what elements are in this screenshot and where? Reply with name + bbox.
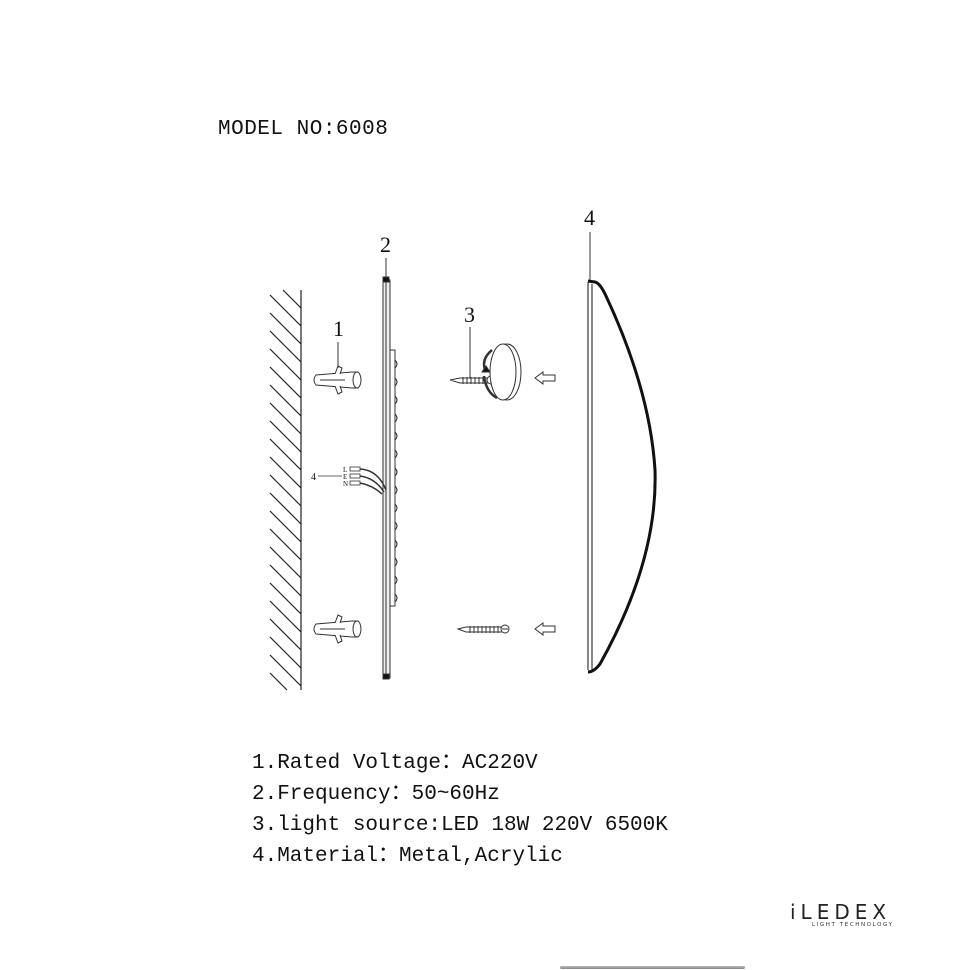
lamp-shade xyxy=(587,279,657,674)
brand-name: iLEDEX xyxy=(790,900,892,924)
wall-anchor-bottom xyxy=(313,614,362,644)
arrow-left-bottom xyxy=(534,622,556,636)
callout-4: 4 xyxy=(584,205,595,230)
spec-material: 4.Material：Metal,Acrylic xyxy=(252,845,563,868)
wall-hatching xyxy=(269,289,302,691)
terminal-l: L xyxy=(343,466,347,474)
terminal-e: E xyxy=(343,473,347,481)
brand-tagline: LIGHT TECHNOLOGY xyxy=(812,922,894,928)
terminal-n: N xyxy=(343,480,348,488)
spec-frequency: 2.Frequency：50~60Hz xyxy=(252,783,500,806)
screw-with-cap xyxy=(449,343,522,401)
bottom-divider xyxy=(560,966,745,969)
mounting-plate xyxy=(382,276,398,680)
spec-rated-voltage: 1.Rated Voltage：AC220V xyxy=(252,752,538,775)
callout-3: 3 xyxy=(464,302,475,327)
wiring-terminal xyxy=(349,466,387,495)
callout-1: 1 xyxy=(333,316,344,341)
spec-light-source: 3.light source:LED 18W 220V 6500K xyxy=(252,814,668,837)
spec-list: 1.Rated Voltage：AC220V 2.Frequency：50~60… xyxy=(252,748,668,872)
callout-2: 2 xyxy=(380,232,391,257)
wall-anchor-top xyxy=(313,365,362,395)
arrow-left-top xyxy=(534,371,556,385)
screw-bottom xyxy=(456,624,510,634)
brand-logo: iLEDEX LIGHT TECHNOLOGY xyxy=(790,900,935,928)
model-number: MODEL NO:6008 xyxy=(218,118,389,141)
callout-4-terminal: 4 xyxy=(311,472,316,483)
